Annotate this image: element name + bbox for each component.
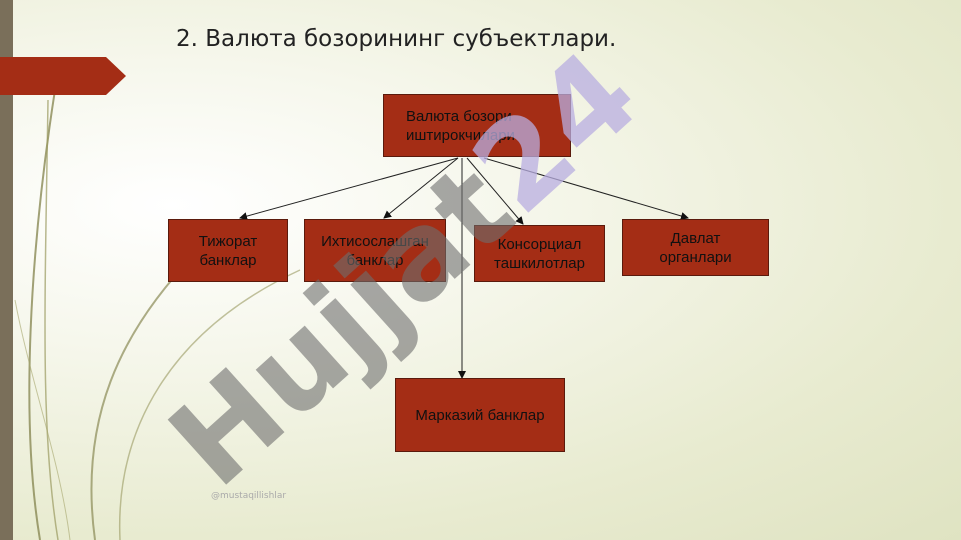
root-node-label: Валюта бозори иштирокчилари — [406, 107, 515, 145]
node-commercial-banks-label: Тижорат банклар — [199, 232, 257, 270]
node-specialized-banks: Ихтисослашган банклар — [304, 219, 446, 282]
root-node: Валюта бозори иштирокчилари — [383, 94, 571, 157]
node-commercial-banks: Тижорат банклар — [168, 219, 288, 282]
credit-text: @mustaqillishlar — [211, 491, 286, 501]
node-state-bodies: Давлат органлари — [622, 219, 769, 276]
node-consortium: Консорциал ташкилотлар — [474, 225, 605, 282]
node-central-bank: Марказий банклар — [395, 378, 565, 452]
node-state-bodies-label: Давлат органлари — [659, 229, 731, 267]
node-specialized-banks-label: Ихтисослашган банклар — [321, 232, 429, 270]
node-central-bank-label: Марказий банклар — [415, 406, 544, 425]
node-consortium-label: Консорциал ташкилотлар — [494, 235, 585, 273]
